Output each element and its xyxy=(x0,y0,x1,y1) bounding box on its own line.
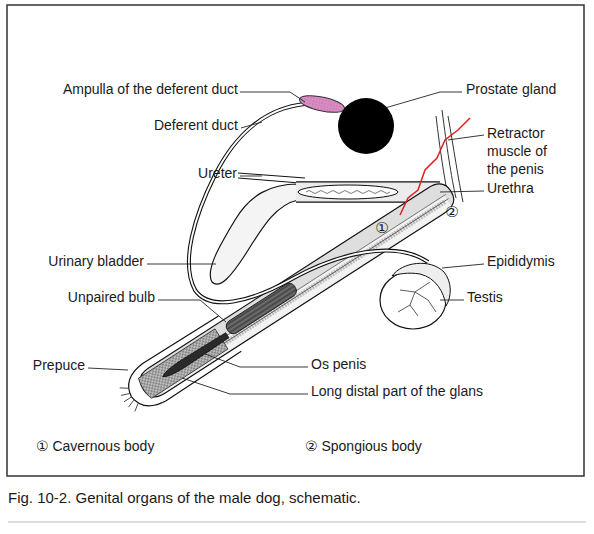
part-label: Deferent duct xyxy=(154,116,238,134)
part-label: Long distal part of the glans xyxy=(311,382,483,400)
leader-line xyxy=(205,354,308,367)
part-label: Urethra xyxy=(487,179,534,197)
testis-vessels xyxy=(398,282,436,316)
part-label: Epididymis xyxy=(487,252,555,270)
leader-lines xyxy=(88,92,484,394)
leader-line xyxy=(385,92,462,108)
part-label: Os penis xyxy=(311,355,366,373)
os-penis xyxy=(160,332,229,380)
leader-line xyxy=(182,378,308,394)
ampulla xyxy=(298,92,346,115)
part-label: Ureter xyxy=(198,164,237,182)
leader-line xyxy=(147,264,216,265)
ureter xyxy=(238,178,300,183)
figure-frame xyxy=(7,5,584,476)
legend-entry: ② Spongious body xyxy=(305,437,422,455)
leader-line xyxy=(448,135,484,140)
part-label: Prepuce xyxy=(33,356,85,374)
leader-line xyxy=(88,368,128,370)
leader-line xyxy=(240,176,262,177)
red-mark xyxy=(400,118,470,215)
prepuce-hairs xyxy=(116,384,140,413)
leader-line xyxy=(440,191,484,192)
callout-number: ① xyxy=(375,219,388,237)
prostate-gland xyxy=(338,98,394,154)
part-label: Testis xyxy=(467,288,503,306)
penis-shaft xyxy=(135,178,459,401)
figure-caption: Fig. 10-2. Genital organs of the male do… xyxy=(8,489,361,507)
leader-line xyxy=(241,122,262,128)
urethral-muscle xyxy=(298,185,398,199)
part-label: Prostate gland xyxy=(466,80,556,98)
part-label: Unpaired bulb xyxy=(68,288,155,306)
leader-line xyxy=(442,264,484,268)
leader-line xyxy=(240,92,305,102)
caption-rule xyxy=(8,522,586,523)
part-label: Ampulla of the deferent duct xyxy=(63,80,238,98)
urinary-bladder xyxy=(210,184,298,284)
unpaired-bulb xyxy=(224,281,299,336)
part-label: Urinary bladder xyxy=(48,252,144,270)
part-label: Retractor muscle of the penis xyxy=(487,124,569,178)
callout-number: ② xyxy=(445,203,458,221)
ureter xyxy=(238,173,305,178)
leader-line xyxy=(440,300,464,301)
leader-line xyxy=(158,300,226,322)
urethral-muscle-texture xyxy=(306,191,390,194)
legend-entry: ① Cavernous body xyxy=(36,437,154,455)
